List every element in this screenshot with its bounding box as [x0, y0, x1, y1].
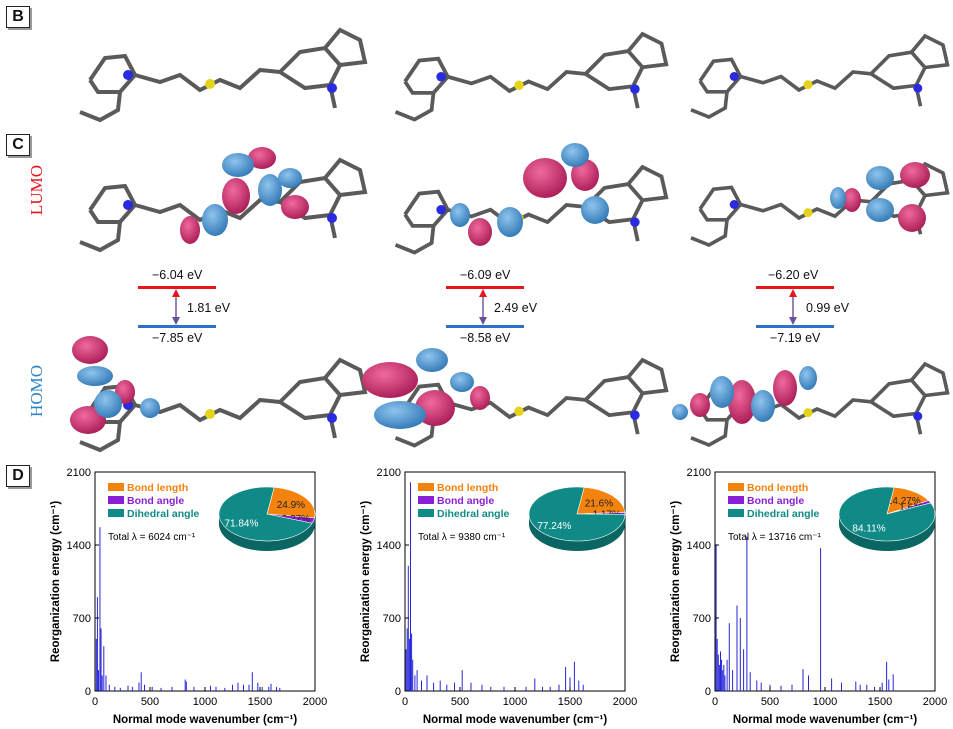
x-axis-label: Normal mode wavenumber (cm⁻¹): [733, 714, 918, 726]
x-tick-label: 1000: [813, 696, 837, 708]
pie-label: 77.24%: [537, 521, 571, 532]
legend-label: Bond angle: [747, 495, 804, 507]
legend-swatch: [728, 509, 744, 517]
panel-label-d: D: [6, 465, 30, 487]
y-tick-label: 700: [383, 613, 401, 625]
y-tick-label: 2100: [687, 467, 711, 479]
y-axis-label: Reorganization energy (cm⁻¹): [50, 501, 62, 663]
lumo-energy: −6.04 eV: [152, 268, 203, 282]
y-tick-label: 1400: [377, 540, 401, 552]
x-tick-label: 0: [402, 696, 408, 708]
x-tick-label: 500: [451, 696, 469, 708]
total-lambda: Total λ = 6024 cm⁻¹: [108, 532, 196, 543]
pie-label: 3.27%: [282, 514, 310, 525]
x-tick-label: 1000: [503, 696, 527, 708]
x-tick-label: 1500: [558, 696, 582, 708]
x-tick-label: 1500: [868, 696, 892, 708]
legend-label: Bond length: [437, 482, 498, 494]
panel-label-c: C: [6, 134, 30, 156]
pie-label: 14.27%: [887, 496, 921, 507]
homo-label: HOMO: [27, 365, 46, 417]
legend-label: Dihedral angle: [127, 508, 200, 520]
homo-energy: −7.85 eV: [152, 331, 203, 345]
homo-energy: −7.19 eV: [770, 331, 821, 345]
y-tick-label: 1400: [687, 540, 711, 552]
y-tick-label: 2100: [377, 467, 401, 479]
x-tick-label: 1000: [193, 696, 217, 708]
y-tick-label: 2100: [67, 467, 91, 479]
legend-swatch: [418, 496, 434, 504]
lumo-level-bar: [138, 286, 216, 289]
lumo-label: LUMO: [27, 165, 46, 216]
energy-gap: 1.81 eV: [187, 301, 231, 315]
x-tick-label: 0: [92, 696, 98, 708]
pie-slice: [528, 486, 626, 542]
lumo-level-bar: [756, 286, 834, 289]
legend-swatch: [108, 496, 124, 504]
x-tick-label: 2000: [923, 696, 947, 708]
homo-level-bar: [446, 325, 524, 328]
x-axis-label: Normal mode wavenumber (cm⁻¹): [423, 714, 608, 726]
pie-slice: [838, 486, 936, 542]
pie-label: 21.6%: [585, 499, 613, 510]
gap-arrow-icon: [789, 289, 797, 325]
y-tick-label: 1400: [67, 540, 91, 552]
legend-label: Bond angle: [127, 495, 184, 507]
total-lambda: Total λ = 9380 cm⁻¹: [418, 532, 506, 543]
legend-swatch: [728, 496, 744, 504]
pie-side: [529, 514, 625, 551]
homo-energy: −8.58 eV: [460, 331, 511, 345]
homo-level-bar: [756, 325, 834, 328]
x-tick-label: 500: [761, 696, 779, 708]
legend-swatch: [728, 483, 744, 491]
total-lambda: Total λ = 13716 cm⁻¹: [728, 532, 821, 543]
pie-label: 24.9%: [277, 500, 305, 511]
lumo-level-bar: [446, 286, 524, 289]
x-tick-label: 0: [712, 696, 718, 708]
pie-side: [219, 514, 315, 551]
y-axis-label: Reorganization energy (cm⁻¹): [670, 501, 682, 663]
energy-gap: 0.99 eV: [806, 301, 850, 315]
legend-swatch: [418, 483, 434, 491]
y-axis-label: Reorganization energy (cm⁻¹): [360, 501, 372, 663]
legend-label: Bond angle: [437, 495, 494, 507]
x-tick-label: 1500: [248, 696, 272, 708]
pie-slice: [266, 486, 316, 519]
legend-label: Dihedral angle: [437, 508, 510, 520]
pie-label: 84.11%: [852, 523, 885, 534]
energy-gap: 2.49 eV: [494, 301, 538, 315]
pie-label: 71.84%: [224, 519, 258, 530]
gap-arrow-icon: [172, 289, 180, 325]
legend-swatch: [418, 509, 434, 517]
y-tick-label: 700: [73, 613, 91, 625]
y-tick-label: 700: [693, 613, 711, 625]
y-tick-label: 0: [85, 686, 91, 698]
y-tick-label: 0: [705, 686, 711, 698]
legend-label: Bond length: [127, 482, 188, 494]
pie-slice: [218, 486, 313, 542]
x-axis-label: Normal mode wavenumber (cm⁻¹): [113, 714, 298, 726]
legend-label: Dihedral angle: [747, 508, 820, 520]
gap-arrow-icon: [479, 289, 487, 325]
pie-side: [839, 514, 935, 551]
lumo-energy: −6.20 eV: [768, 268, 819, 282]
lumo-energy: −6.09 eV: [460, 268, 511, 282]
pie-slice: [576, 486, 626, 515]
legend-label: Bond length: [747, 482, 808, 494]
x-tick-label: 2000: [303, 696, 327, 708]
y-tick-label: 0: [395, 686, 401, 698]
x-tick-label: 500: [141, 696, 159, 708]
x-tick-label: 2000: [613, 696, 637, 708]
homo-level-bar: [138, 325, 216, 328]
legend-swatch: [108, 483, 124, 491]
panel-label-b: B: [6, 6, 30, 28]
molecular-illustrations: [70, 28, 950, 452]
legend-swatch: [108, 509, 124, 517]
